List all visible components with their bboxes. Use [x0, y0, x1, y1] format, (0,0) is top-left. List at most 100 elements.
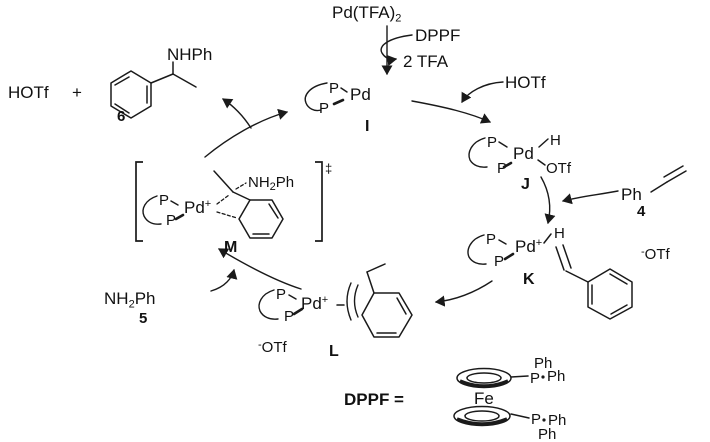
arrow-ligand-exchange	[380, 34, 413, 66]
cp-ring-top-inner	[466, 372, 502, 384]
bracket-left	[135, 161, 143, 242]
metal-m: Pd+	[184, 198, 211, 217]
p-ph-dot-top	[541, 375, 545, 379]
activation-step: Pd(TFA)2 DPPF 2 TFA	[332, 3, 460, 76]
ligand-in-label: DPPF	[415, 26, 460, 45]
transition-state-m: ‡ P P Pd+ NH2Ph M	[135, 161, 332, 256]
alkene-double-a-k	[555, 246, 565, 271]
arrow-i-to-j	[411, 100, 492, 124]
byproduct-out-label: 2 TFA	[403, 52, 449, 71]
arrow-acid-in	[461, 81, 504, 103]
ring-k-double-2	[610, 304, 628, 315]
styrene-4: Ph 4	[621, 165, 687, 220]
p-pd-bond-i	[340, 87, 348, 93]
arrow-m-to-product	[222, 98, 252, 129]
arrow-j-to-k	[540, 176, 556, 225]
p-bottom-l: P	[284, 308, 294, 325]
p-pd-wedge-k	[503, 252, 515, 261]
arrow-m-to-i	[204, 108, 289, 158]
amine-m: NH2Ph	[248, 174, 294, 193]
complex-k: P P Pd+ H K -OTf	[467, 225, 671, 320]
p-bottom-m: P	[166, 212, 176, 229]
acid-in-label: HOTf	[505, 73, 546, 92]
legend-name: DPPF =	[344, 390, 404, 409]
label-complex-i: I	[365, 118, 369, 135]
label-complex-k: K	[523, 271, 535, 288]
double-dagger: ‡	[325, 161, 332, 176]
phosphorus-bottom: P	[531, 411, 541, 428]
p-pd-wedge-m	[174, 213, 185, 221]
alkene-ring-bond-k	[565, 270, 589, 283]
ring-l-double-1	[396, 297, 407, 315]
ethyl-bond-b-l	[366, 263, 386, 273]
styrene-phenyl: Ph	[621, 185, 642, 204]
p-top-l: P	[276, 286, 286, 303]
aniline-formula: NH2Ph	[104, 289, 155, 311]
hydride-k: H	[554, 225, 565, 242]
counterion-k: -OTf	[641, 246, 671, 263]
label-complex-l: L	[329, 343, 339, 360]
styrene-double-a	[666, 170, 687, 183]
carbon-amine-dash-m	[235, 182, 247, 190]
aniline-5: NH2Ph 5	[104, 289, 155, 327]
p-bottom-i: P	[319, 100, 329, 117]
cp-p-bond-bottom	[510, 413, 530, 419]
p-bottom-k: P	[494, 253, 504, 270]
p-pd-bond-k	[498, 239, 507, 245]
ch-methyl-bond-6	[172, 73, 197, 88]
phosphorus-top: P	[530, 370, 540, 387]
p-top-k: P	[486, 231, 496, 248]
pd-h-bond-j	[538, 138, 549, 148]
pd-h-bond-k	[543, 233, 552, 244]
ring-m-double-1	[268, 203, 279, 219]
styrene-bond	[650, 181, 668, 193]
arrow-styrene-in	[561, 190, 619, 205]
p-top-i: P	[329, 80, 339, 97]
p-pd-wedge-i	[332, 98, 345, 106]
p-pd-wedge-j	[502, 161, 513, 169]
phenyl-top-right: Ph	[547, 368, 565, 385]
iron-label: Fe	[474, 389, 494, 408]
ring-k-double-1	[609, 273, 628, 285]
chelate-arc-j	[468, 137, 488, 168]
phenyl-bottom-below: Ph	[538, 426, 556, 442]
p-ph-dot-bottom	[542, 418, 546, 422]
pd-otf-bond-j	[537, 159, 546, 166]
benzene-ring-m	[238, 199, 284, 239]
precatalyst-formula: Pd(TFA)2	[332, 3, 401, 25]
product-6: HOTf + NHPh 6	[8, 45, 212, 125]
eta3-arc-outer	[346, 282, 352, 321]
methyl-bond-m	[213, 170, 234, 193]
benzyl-ring-l	[361, 292, 413, 338]
pd-ring-dash-m	[216, 211, 238, 219]
ethyl-bond-a-l	[366, 271, 375, 294]
cp-ring-top-wedge	[459, 379, 509, 388]
complex-i: P P Pd I	[304, 80, 371, 135]
p-top-j: P	[487, 134, 497, 151]
label-styrene-4: 4	[637, 203, 646, 220]
dppf-legend: DPPF = Fe Ph P Ph P Ph Ph	[344, 355, 566, 442]
cp-ring-bottom-wedge	[456, 417, 508, 426]
benzene-ring-k	[587, 268, 633, 320]
metal-l: Pd+	[301, 294, 328, 313]
p-bottom-j: P	[497, 160, 507, 177]
ring-6-double-3	[114, 103, 130, 114]
styrene-double-b	[663, 165, 684, 178]
alkene-double-b-k	[562, 244, 572, 269]
chelate-arc-l	[258, 289, 279, 320]
metal-j: Pd	[513, 144, 534, 163]
complex-j: P P Pd H OTf J	[468, 132, 572, 193]
p-pd-bond-m	[170, 200, 179, 206]
p-pd-bond-j	[498, 141, 508, 148]
eta3-arc-inner	[353, 284, 359, 318]
cp-ring-bottom-inner	[464, 410, 500, 422]
label-complex-j: J	[521, 176, 530, 193]
phenyl-top-above: Ph	[534, 355, 552, 372]
label-complex-m: M	[224, 239, 237, 256]
cp-p-bond-top	[510, 375, 529, 378]
plus-sign: +	[72, 83, 82, 102]
label-aniline-5: 5	[139, 310, 147, 327]
chelate-arc-m	[142, 195, 162, 225]
arrow-l-to-m	[218, 248, 302, 290]
